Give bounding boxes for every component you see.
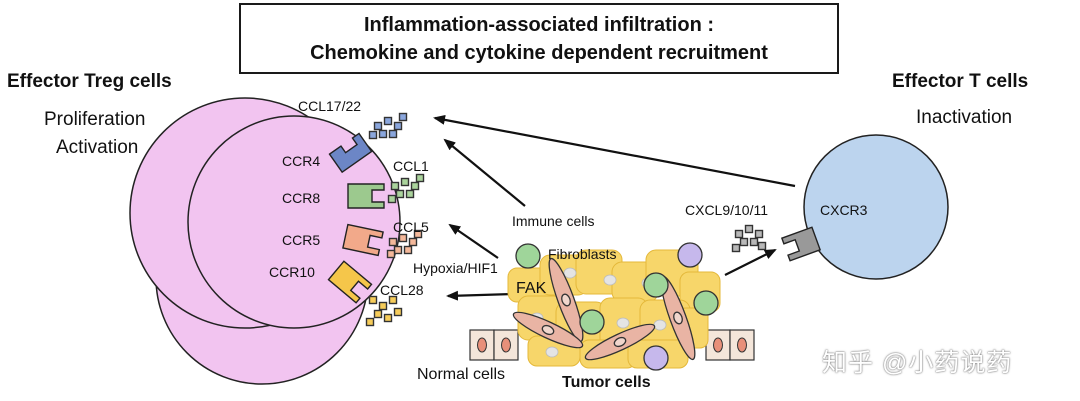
arrow-fak-to-ccl28 [446, 290, 515, 301]
hypoxia-label: Hypoxia/HIF1 [413, 260, 498, 276]
ccl1-label: CCL1 [393, 158, 429, 174]
arrow-effector-to-ccl17 [433, 114, 796, 188]
ccr5-label: CCR5 [282, 232, 321, 248]
title-line-2: Chemokine and cytokine dependent recruit… [310, 41, 768, 64]
receptor-ccr8 [347, 183, 385, 209]
chemokine-ccl17-22 [368, 112, 408, 140]
ccl28-label: CCL28 [380, 282, 424, 298]
ccr10-label: CCR10 [269, 264, 315, 280]
receptor-ccr10 [327, 260, 373, 304]
effector-state-inactivation: Inactivation [916, 107, 1013, 128]
effector-t-cell [780, 134, 949, 280]
receptor-ccr5 [342, 223, 384, 257]
watermark: 知乎 @小药说药 [822, 349, 1013, 377]
tumor-cells-label: Tumor cells [562, 374, 651, 391]
treg-heading: Effector Treg cells [7, 71, 172, 92]
ccr8-label: CCR8 [282, 190, 321, 206]
title-box: Inflammation-associated infiltration : C… [239, 3, 839, 74]
treg-state-activation: Activation [56, 137, 139, 158]
arrow-immune-to-ccl1 [443, 138, 526, 207]
fibroblasts-label: Fibroblasts [548, 246, 617, 262]
treg-state-proliferation: Proliferation [44, 109, 146, 130]
cxcr3-label: CXCR3 [820, 202, 868, 218]
ccl5-label: CCL5 [393, 219, 429, 235]
receptor-ccr4 [328, 132, 373, 174]
immune-cells-label: Immune cells [512, 213, 595, 229]
chemokine-ccl1 [387, 173, 425, 204]
normal-cells [469, 329, 755, 361]
arrow-tumor-to-cxcl [724, 249, 777, 276]
chemokine-ccl28 [365, 295, 403, 327]
normal-cells-label: Normal cells [417, 366, 506, 383]
ccl17-22-label: CCL17/22 [298, 98, 362, 114]
receptor-cxcr3 [780, 226, 822, 262]
title-line-1: Inflammation-associated infiltration : [363, 13, 715, 36]
chemokine-cxcl9-10-11 [731, 224, 767, 253]
immune-cells-green [515, 243, 719, 335]
cxcl9-10-11-label: CXCL9/10/11 [685, 202, 769, 218]
immune-cells-purple [643, 242, 703, 371]
fak-label: FAK [516, 280, 547, 297]
effector-heading: Effector T cells [892, 71, 1029, 92]
arrows [433, 114, 796, 301]
ccr4-label: CCR4 [282, 153, 321, 169]
arrow-hypoxia-to-ccl5 [448, 223, 499, 259]
treg-cell-cluster [129, 97, 401, 385]
